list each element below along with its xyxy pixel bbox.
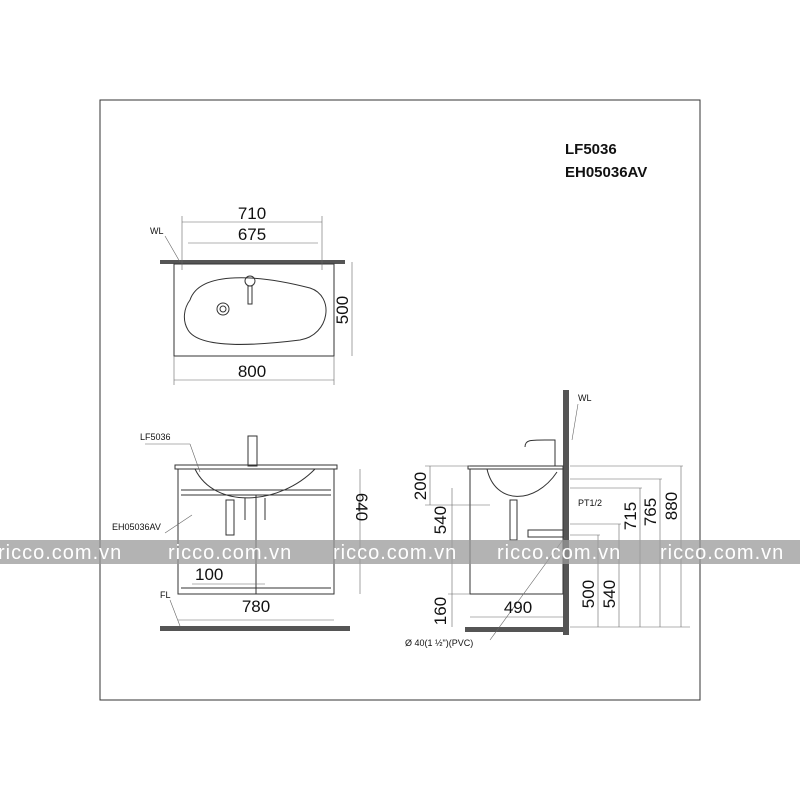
wall-line [160,260,345,264]
dim-100: 100 [195,565,223,584]
dim-710: 710 [238,204,266,223]
dim-880: 880 [662,492,681,520]
watermark-text: ricco.com.vn [497,542,621,564]
pipe-label: PT1/2 [578,498,602,508]
basin-label: LF5036 [140,432,171,442]
drain-icon [216,302,230,316]
watermark-text: ricco.com.vn [168,542,292,564]
watermark-text: ricco.com.vn [660,542,784,564]
dim-500: 500 [579,580,598,608]
side-view: WL PT1/2 Ø 40(1 ½")(PVC) 200 540 160 490… [405,390,690,648]
faucet-icon [524,439,556,466]
model-basin: LF5036 [565,141,617,158]
floor [465,627,569,632]
front-view: LF5036 EH05036AV 100 640 780 FL [112,432,371,631]
dim-500: 500 [333,296,352,324]
dim-640: 640 [352,493,371,521]
drain-label: Ø 40(1 ½")(PVC) [405,638,473,648]
top-view: 710 675 500 800 WL [150,204,353,385]
basin-bowl [194,468,316,499]
dim-765: 765 [641,498,660,526]
faucet-handle [247,285,253,305]
basin-outline [173,263,335,357]
floor-line [160,626,350,631]
dim-490: 490 [504,598,532,617]
dim-540: 540 [600,580,619,608]
dim-800: 800 [238,362,266,381]
basin-bowl [486,468,558,497]
wall-label: WL [578,393,592,403]
watermark-text: ricco.com.vn [333,542,457,564]
drain-pipe [225,499,235,536]
dim-200: 200 [411,472,430,500]
wall [563,390,569,635]
model-cabinet: EH05036AV [565,164,647,181]
cabinet-label: EH05036AV [112,522,161,532]
dim-160: 160 [431,597,450,625]
wall-label: WL [150,226,164,236]
drawing-frame [99,99,701,701]
dim-540-left: 540 [431,506,450,534]
basin-bowl [183,277,327,345]
dim-675: 675 [238,225,266,244]
dim-715: 715 [621,502,640,530]
faucet-icon [247,435,258,467]
dim-780: 780 [242,597,270,616]
watermark-text: ricco.com.vn [0,542,122,564]
watermark-band: ricco.com.vn ricco.com.vn ricco.com.vn r… [0,540,800,564]
floor-label: FL [160,590,171,600]
